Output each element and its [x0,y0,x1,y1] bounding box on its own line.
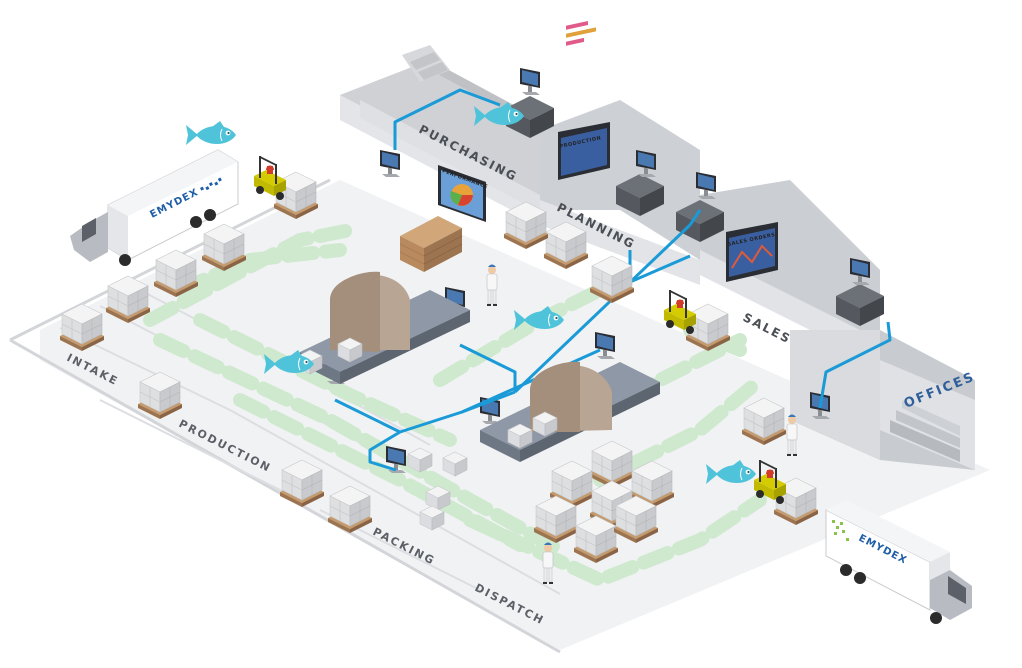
screen-performance: PERFORMANCE [438,165,489,222]
screen-production: PRODUCTION [558,21,610,180]
brand-dots [200,177,222,191]
network-lines [334,88,892,472]
forklift-icon [253,155,287,201]
truck-left: EMYDEX [70,149,239,266]
office-building [340,45,975,470]
brand-dots [832,520,849,541]
fish-icon [185,120,237,146]
cardboard-stack [399,216,463,272]
workstation-purchasing-floor [380,150,400,177]
truck-right: EMYDEX [825,500,972,624]
forklift-icon [663,289,697,335]
workstation-purchasing [506,68,554,138]
screen-sales-orders: SALES ORDERS [726,222,778,282]
wall-screens: PERFORMANCE PRODUCTION SALES ORDERS [438,21,778,282]
